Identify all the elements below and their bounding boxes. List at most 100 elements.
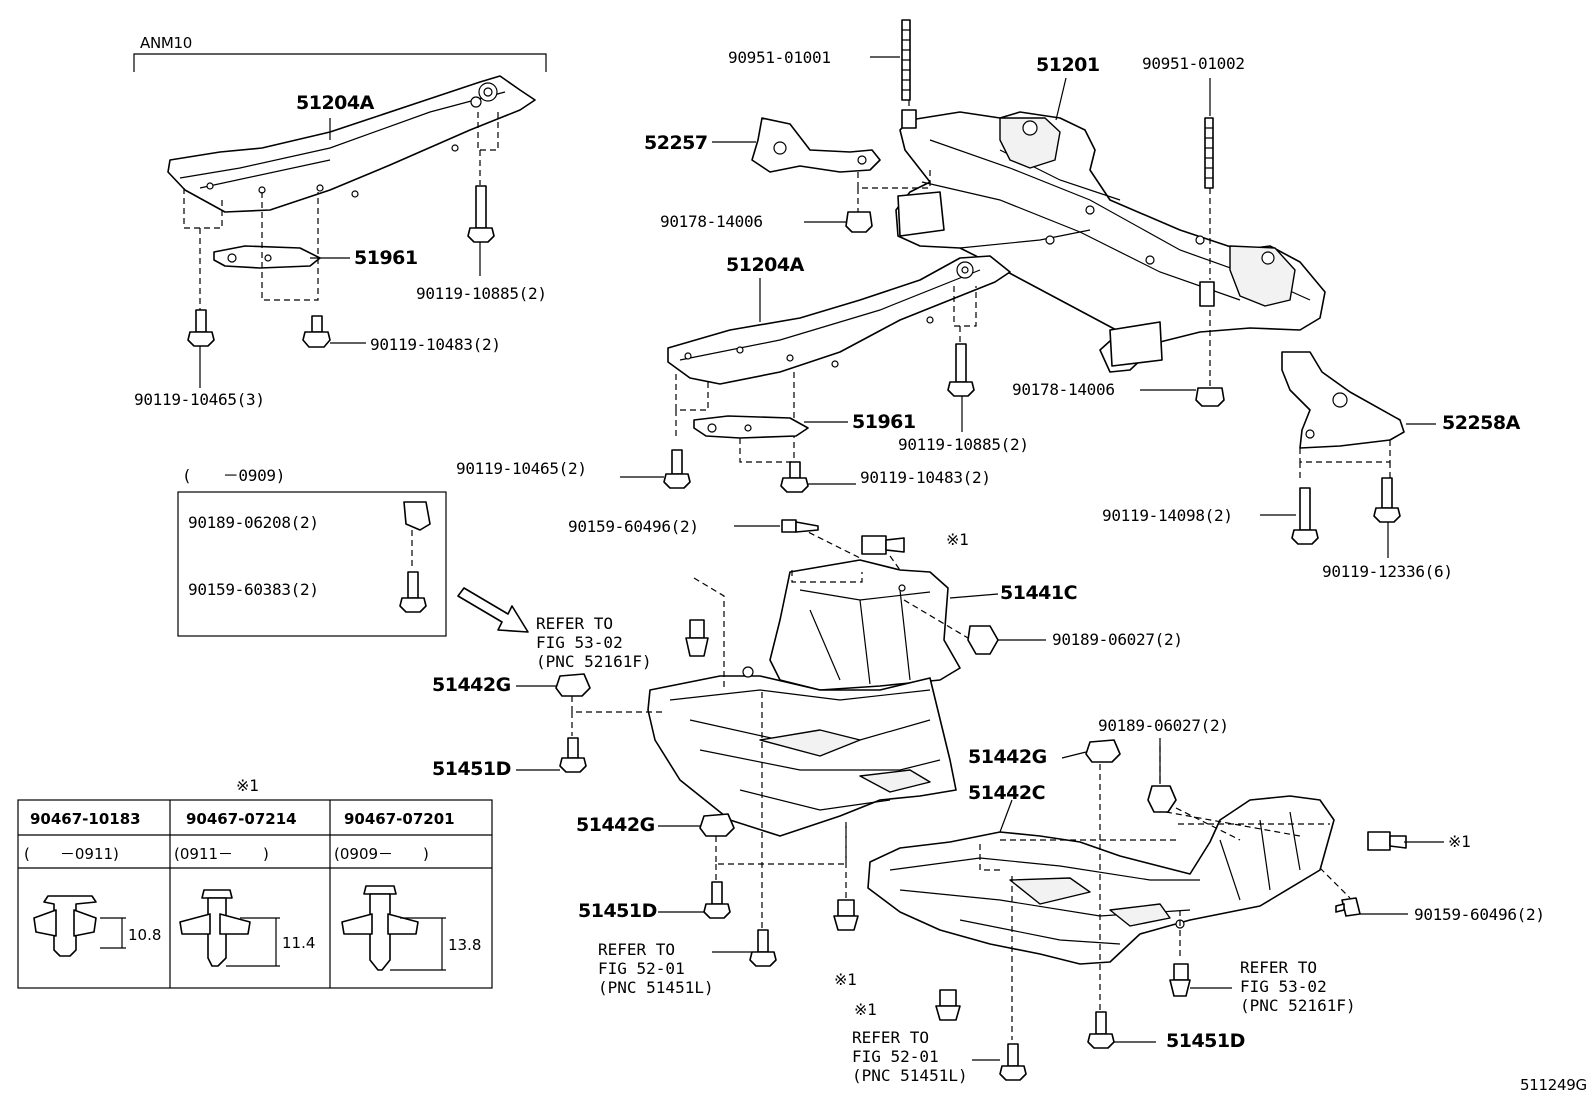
label-90119-12336: 90119-12336(6)	[1322, 562, 1453, 581]
label-90119-10885-top: 90119-10885(2)	[416, 284, 547, 303]
mark-x1-c: ※1	[1448, 832, 1471, 851]
refer-arrow	[457, 587, 529, 633]
clip-x1-c	[1367, 831, 1407, 851]
cover-lower-left	[647, 666, 957, 837]
bolt-mid-3	[947, 343, 975, 397]
cover-51441c	[769, 559, 961, 691]
label-90119-10885-mid: 90119-10885(2)	[898, 435, 1029, 454]
nut-51442g-a	[555, 673, 591, 697]
bolt-51451d-a	[559, 737, 587, 773]
label-90119-14098: 90119-14098(2)	[1102, 506, 1233, 525]
bolt-refer-d	[999, 1043, 1027, 1081]
table-range-2: (0911－ )	[174, 845, 269, 863]
plate-51961-mid	[693, 415, 809, 439]
clip-drawing-2	[179, 889, 280, 967]
label-90159-60383: 90159-60383(2)	[188, 580, 319, 599]
screw-60496-b	[1335, 897, 1361, 917]
table-dim-3: 13.8	[448, 936, 482, 954]
label-90178-14006-b: 90178-14006	[1012, 380, 1115, 399]
bolt-mid-1	[663, 449, 691, 489]
brace-51204a-mid	[667, 255, 1011, 385]
bracket-52258a	[1281, 351, 1405, 449]
bolt-12336	[1373, 477, 1401, 523]
label-52257: 52257	[644, 132, 708, 154]
label-51442g-b: 51442G	[576, 814, 655, 836]
bolt-51451d-b	[703, 881, 731, 919]
refer-53-02-b: REFER TO FIG 53-02 (PNC 52161F)	[1240, 958, 1356, 1015]
label-90178-14006-a: 90178-14006	[660, 212, 763, 231]
label-90951-01001: 90951-01001	[728, 48, 831, 67]
inset-range: ( －0909)	[182, 466, 286, 485]
screw-inset	[399, 571, 427, 613]
label-90159-60496-b: 90159-60496(2)	[1414, 905, 1545, 924]
table-range-3: (0909－ )	[334, 845, 429, 863]
label-52258a: 52258A	[1442, 412, 1520, 434]
label-51442c: 51442C	[968, 782, 1046, 804]
table-part-2: 90467-07214	[186, 810, 297, 828]
anm10-bracket	[133, 53, 547, 72]
table-dim-2: 11.4	[282, 934, 316, 952]
clip-x1-a	[861, 535, 905, 555]
clip-x1-b	[833, 899, 859, 931]
label-90189-06027-a: 90189-06027(2)	[1052, 630, 1183, 649]
clip-drawing-3	[341, 885, 446, 971]
diagram-code: 511249G	[1520, 1076, 1587, 1094]
label-90159-60496-a: 90159-60496(2)	[568, 517, 699, 536]
bolt-51451d-c	[1087, 1011, 1115, 1049]
label-51451d-a: 51451D	[432, 758, 511, 780]
mark-x1-d: ※1	[854, 1000, 877, 1019]
table-part-1: 90467-10183	[30, 810, 141, 828]
label-90119-10465-top: 90119-10465(3)	[134, 390, 265, 409]
nut-06027-b	[1147, 785, 1177, 813]
label-51442g-a: 51442G	[432, 674, 511, 696]
bolt-top-2	[302, 315, 331, 348]
nut-51442g-c	[1085, 739, 1121, 763]
clip-table-grid	[17, 799, 493, 989]
clip-refer-c	[1169, 963, 1191, 997]
plate-51961-top	[213, 245, 321, 269]
refer-52-01-b: REFER TO FIG 52-01 (PNC 51451L)	[852, 1028, 968, 1085]
label-90189-06027-b: 90189-06027(2)	[1098, 716, 1229, 735]
label-90189-06208: 90189-06208(2)	[188, 513, 319, 532]
label-51204a-mid: 51204A	[726, 254, 804, 276]
clip-refer-a	[685, 619, 709, 657]
label-51441c: 51441C	[1000, 582, 1078, 604]
bolt-refer-b	[749, 929, 777, 967]
table-range-1: ( －0911)	[24, 845, 119, 863]
nut-51442g-b	[699, 813, 735, 837]
clip-drawing-1	[33, 895, 126, 957]
label-51961-mid: 51961	[852, 411, 916, 433]
label-90119-10483-top: 90119-10483(2)	[370, 335, 501, 354]
crossmember-51201	[895, 111, 1326, 373]
leader-lines	[199, 56, 1444, 1061]
mark-x1-a: ※1	[946, 530, 969, 549]
clip-x1-d	[935, 989, 961, 1021]
label-90951-01002: 90951-01002	[1142, 54, 1245, 73]
label-51961-top: 51961	[354, 247, 418, 269]
bolt-top-3	[467, 185, 495, 243]
label-90119-10483-mid: 90119-10483(2)	[860, 468, 991, 487]
nut-06027-a	[967, 625, 999, 655]
bracket-52257	[751, 117, 881, 173]
stud-90951-01001	[901, 19, 911, 101]
screw-60496-a	[781, 519, 819, 533]
bolt-top-1	[187, 309, 215, 347]
label-51442g-c: 51442G	[968, 746, 1047, 768]
table-dim-1: 10.8	[128, 926, 162, 944]
mark-x1-b: ※1	[834, 970, 857, 989]
refer-52-01-a: REFER TO FIG 52-01 (PNC 51451L)	[598, 940, 714, 997]
label-51204a-top: 51204A	[296, 92, 374, 114]
label-51201: 51201	[1036, 54, 1100, 76]
anm10-label: ANM10	[140, 34, 193, 52]
refer-53-02-a: REFER TO FIG 53-02 (PNC 52161F)	[536, 614, 652, 671]
table-header-mark: ※1	[236, 776, 259, 795]
bolt-mid-2	[780, 461, 809, 493]
cover-51442c	[867, 795, 1335, 965]
table-part-3: 90467-07201	[344, 810, 455, 828]
stud-90951-01002	[1204, 117, 1214, 189]
brace-51204a-top	[167, 75, 536, 213]
label-51451d-c: 51451D	[1166, 1030, 1245, 1052]
label-90119-10465-mid: 90119-10465(2)	[456, 459, 587, 478]
label-51451d-b: 51451D	[578, 900, 657, 922]
